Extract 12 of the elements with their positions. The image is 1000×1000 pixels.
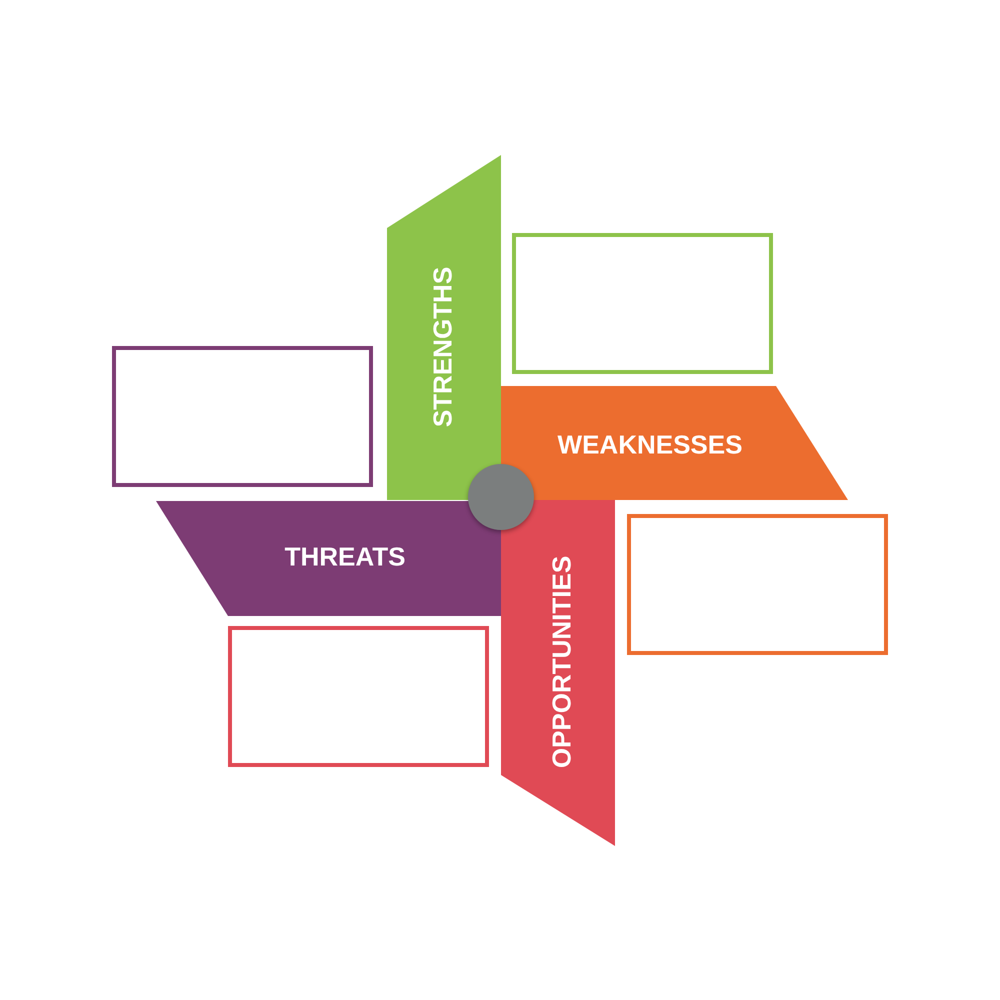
blank-text-box — [112, 346, 373, 487]
blank-text-box — [627, 514, 888, 655]
quadrant-band — [156, 501, 501, 616]
quadrant-band — [501, 386, 848, 500]
quadrant-title: STRENGTHS — [428, 266, 458, 428]
blank-text-box — [512, 233, 773, 374]
quadrant-title: THREATS — [284, 542, 406, 572]
blank-text-box — [228, 626, 489, 767]
quadrant-title: WEAKNESSES — [558, 430, 742, 460]
quadrant-title: OPPORTUNITIES — [546, 556, 578, 768]
quadrant-band — [387, 155, 501, 500]
quadrant-band — [501, 500, 615, 846]
